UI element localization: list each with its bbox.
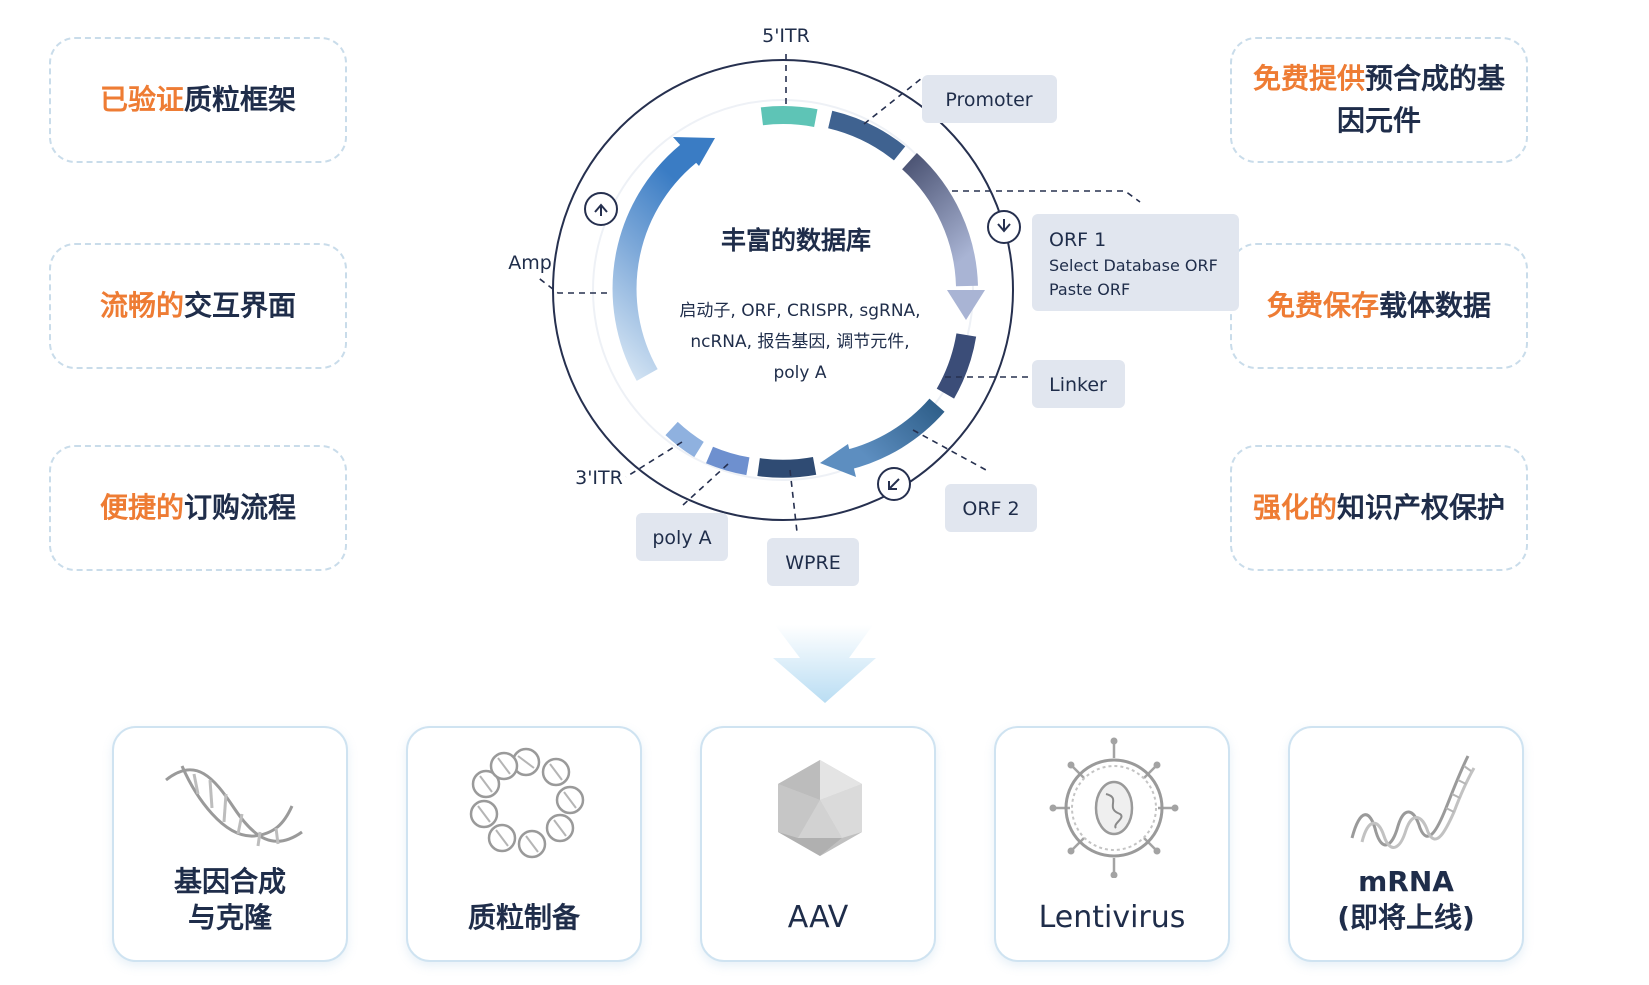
feature-highlight: 流畅的 <box>99 289 184 322</box>
feature-ip-protection: 强化的知识产权保护 <box>1230 445 1528 571</box>
product-label: Lentivirus <box>1038 900 1186 935</box>
product-card-aav[interactable]: AAV <box>700 726 936 962</box>
direction-indicator <box>584 192 618 226</box>
orf1-arrowhead <box>947 290 985 320</box>
feature-smooth-interface: 流畅的交互界面 <box>49 243 347 369</box>
direction-indicator <box>987 210 1021 244</box>
label-wpre: WPRE <box>785 552 840 574</box>
feature-easy-ordering: 便捷的订购流程 <box>49 445 347 571</box>
segment-5itr <box>760 106 818 127</box>
label-orf1: ORF 1 <box>1049 229 1106 251</box>
feature-highlight: 强化的 <box>1252 491 1337 524</box>
product-label: AAV <box>787 900 849 935</box>
feature-highlight: 便捷的 <box>99 491 184 524</box>
segment-linker <box>936 333 977 399</box>
feature-text: 预合成的基因元件 <box>1336 62 1506 137</box>
label-orf1-option-paste: Paste ORF <box>1049 280 1130 299</box>
label-orf2: ORF 2 <box>962 498 1019 520</box>
feature-text: 订购流程 <box>184 491 297 524</box>
label-wpre-box: WPRE <box>767 538 859 586</box>
label-orf2-box: ORF 2 <box>945 484 1037 532</box>
feature-text: 载体数据 <box>1379 289 1492 322</box>
label-orf1-box: ORF 1 Select Database ORF Paste ORF <box>1032 214 1239 311</box>
label-promoter-box: Promoter <box>922 75 1057 123</box>
feature-text: 质粒框架 <box>184 83 297 116</box>
label-linker: Linker <box>1049 374 1107 396</box>
center-title: 丰富的数据库 <box>721 226 871 255</box>
center-line: ncRNA, 报告基因, 调节元件, <box>690 332 909 352</box>
feature-highlight: 免费提供 <box>1252 62 1365 95</box>
label-orf1-option-database: Select Database ORF <box>1049 256 1218 275</box>
segment-orf1 <box>901 152 978 287</box>
label-polya: poly A <box>652 527 711 549</box>
segment-amp <box>612 140 701 381</box>
down-arrow-icon <box>773 625 876 703</box>
leader-lines <box>535 50 1141 533</box>
product-card-gene-synthesis[interactable]: 基因合成 与克隆 <box>112 726 348 962</box>
dna-helix-icon <box>165 765 303 847</box>
segment-orf2 <box>844 398 945 470</box>
feature-verified-backbone: 已验证质粒框架 <box>49 37 347 163</box>
lentivirus-icon <box>1049 737 1179 878</box>
label-polya-box: poly A <box>636 513 728 561</box>
product-label: 质粒制备 <box>467 901 580 934</box>
feature-text: 知识产权保护 <box>1337 491 1506 524</box>
product-card-mrna[interactable]: mRNA (即将上线) <box>1288 726 1524 962</box>
segment-polya <box>705 446 750 476</box>
plasmid-outer-ring <box>552 59 1014 521</box>
feature-text: 交互界面 <box>184 289 297 322</box>
center-line: 启动子, ORF, CRISPR, sgRNA, <box>679 301 920 321</box>
segment-wpre <box>757 457 817 478</box>
product-label: mRNA (即将上线) <box>1337 865 1475 934</box>
product-card-lentivirus[interactable]: Lentivirus <box>994 726 1230 962</box>
label-5itr: 5'ITR <box>762 25 810 47</box>
label-linker-box: Linker <box>1032 360 1125 408</box>
label-amp: Amp <box>508 252 552 274</box>
icosahedron-capsid-icon <box>778 760 862 856</box>
label-3itr: 3'ITR <box>575 467 623 489</box>
center-line: poly A <box>773 363 826 383</box>
feature-free-gene-elements: 免费提供预合成的基因元件 <box>1230 37 1528 163</box>
label-promoter: Promoter <box>945 89 1032 111</box>
feature-highlight: 已验证 <box>99 83 184 116</box>
product-label: 基因合成 与克隆 <box>173 865 286 934</box>
mrna-strand-icon <box>1350 755 1476 849</box>
segment-promoter <box>827 110 906 161</box>
orf2-arrowhead <box>820 444 856 477</box>
product-card-plasmid-prep[interactable]: 质粒制备 <box>406 726 642 962</box>
direction-indicator <box>877 467 911 501</box>
amp-arrowhead <box>673 137 715 166</box>
feature-highlight: 免费保存 <box>1266 289 1379 322</box>
segment-3itr <box>665 421 704 458</box>
plasmid-ring-icon <box>469 747 585 859</box>
